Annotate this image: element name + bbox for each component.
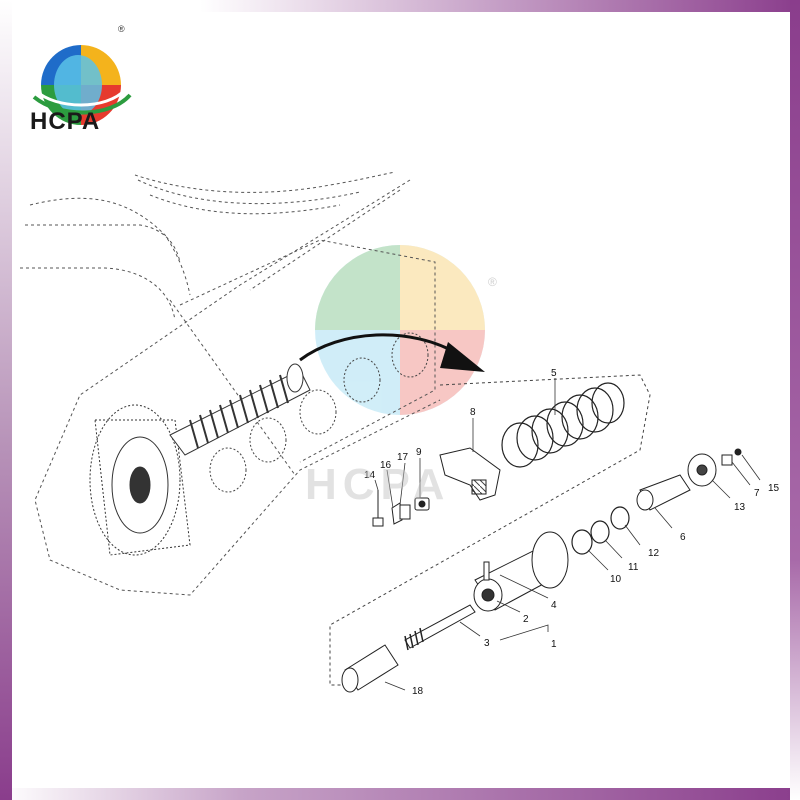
parts-10-11-12-rings (571, 506, 630, 555)
callout-leader-lines (374, 378, 761, 691)
watermark-registered-mark: ® (488, 275, 497, 289)
part-3-threaded-rod (404, 604, 476, 651)
frame-right-border (790, 0, 800, 800)
callout-13: 13 (734, 502, 746, 513)
part-14-bolt (372, 490, 384, 527)
callout-18: 18 (412, 686, 424, 697)
callout-15: 15 (768, 483, 780, 494)
part-6-piston (636, 474, 691, 511)
callout-2: 2 (523, 614, 529, 625)
track-rollers (209, 332, 429, 493)
callout-12: 12 (648, 548, 660, 559)
callout-9: 9 (416, 447, 422, 458)
part-18-sleeve (341, 644, 399, 693)
callout-4: 4 (551, 600, 557, 611)
callout-17: 17 (397, 452, 409, 463)
part-16-17-clip (391, 502, 411, 525)
watermark-logo-icon (315, 245, 485, 415)
exploded-parts-boundary (329, 374, 651, 686)
brand-name: HCPA (30, 108, 101, 135)
part-1-cylinder-assembly (473, 531, 569, 612)
logo-registered-mark: ® (118, 24, 125, 34)
callout-16: 16 (380, 460, 392, 471)
part-13-cap (687, 453, 717, 487)
callout-10: 10 (610, 574, 622, 585)
callout-6: 6 (680, 532, 686, 543)
idler-wheel (89, 404, 191, 556)
callout-7: 7 (754, 488, 760, 499)
part-7-15-fitting (721, 448, 742, 466)
callout-11: 11 (628, 562, 639, 573)
installed-spring-assembly (169, 363, 311, 456)
assembly-direction-arrow (299, 333, 485, 372)
callout-14: 14 (364, 470, 376, 481)
callout-5: 5 (551, 368, 557, 379)
frame-bottom-border (0, 788, 800, 800)
part-5-recoil-spring (501, 382, 625, 468)
frame-top-border (0, 0, 800, 12)
callout-8: 8 (470, 407, 476, 418)
track-frame-outline (20, 171, 441, 596)
frame-left-border (0, 0, 12, 800)
callout-1: 1 (551, 639, 557, 650)
brand-logo-icon (32, 45, 132, 125)
watermark-brand-text: HCPA (305, 460, 451, 509)
part-9-nut (414, 497, 430, 511)
callout-3: 3 (484, 638, 490, 649)
part-8-bracket (439, 447, 501, 501)
callout-labels: 5 8 9 17 16 14 15 7 13 6 12 11 10 4 2 1 … (364, 368, 780, 697)
